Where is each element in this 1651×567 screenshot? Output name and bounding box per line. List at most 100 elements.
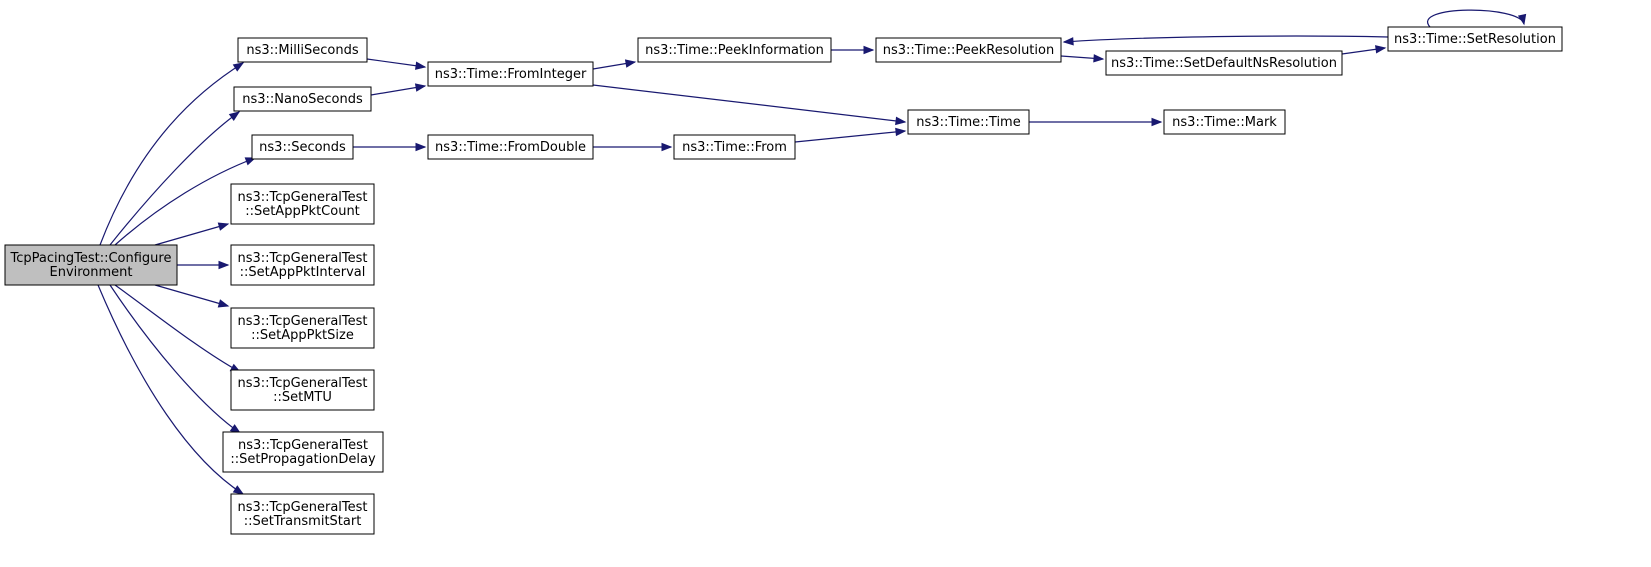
edge-from-to-time-line (794, 130, 906, 143)
edge-root-to-nano-arrowhead (228, 111, 241, 121)
edge-root-to-pktcount-arrowhead (217, 222, 230, 231)
node-setdefault[interactable]: ns3::Time::SetDefaultNsResolution (1105, 50, 1343, 76)
node-pktcount-label: ns3::TcpGeneralTest (237, 190, 367, 205)
node-propdelay-label: ::SetPropagationDelay (230, 452, 376, 467)
node-time-box[interactable] (907, 109, 1030, 135)
node-fromdouble-label: ns3::Time::FromDouble (435, 140, 586, 155)
edge-peekinfo-to-peekres-arrowhead (863, 45, 875, 55)
node-txstart[interactable]: ns3::TcpGeneralTest::SetTransmitStart (230, 493, 375, 535)
edge-seconds-to-fromdouble (353, 142, 427, 152)
edge-root-to-nano (109, 111, 241, 246)
node-txstart-label: ::SetTransmitStart (244, 514, 362, 529)
node-pktcount[interactable]: ns3::TcpGeneralTest::SetAppPktCount (230, 183, 375, 225)
node-seconds[interactable]: ns3::Seconds (251, 134, 354, 160)
node-mark-box[interactable] (1163, 109, 1286, 135)
node-peekres-label: ns3::Time::PeekResolution (883, 43, 1054, 58)
edge-root-to-pktsize-arrowhead (217, 299, 230, 308)
node-root-box[interactable] (4, 244, 178, 286)
edge-from-to-time (794, 127, 907, 143)
node-nano-box[interactable] (233, 86, 372, 112)
node-setres-box[interactable] (1387, 26, 1563, 52)
edge-nano-to-frominteger (370, 83, 427, 96)
edge-frominteger-to-peekinfo-arrowhead (624, 59, 637, 68)
edge-frominteger-to-time-line (592, 84, 906, 123)
edge-setdefault-to-setres (1341, 45, 1387, 55)
node-propdelay-box[interactable] (222, 431, 384, 473)
edge-root-to-milli-line (99, 62, 244, 246)
node-setdefault-box[interactable] (1105, 50, 1343, 76)
edge-root-to-seconds-line (114, 157, 256, 246)
node-mtu-box[interactable] (230, 369, 375, 411)
node-peekres-box[interactable] (875, 37, 1062, 63)
edge-peekinfo-to-peekres (831, 45, 875, 55)
node-mark[interactable]: ns3::Time::Mark (1163, 109, 1286, 135)
node-from-label: ns3::Time::From (682, 140, 787, 155)
edge-nano-to-frominteger-arrowhead (414, 83, 427, 92)
edge-root-to-pktsize (154, 284, 230, 308)
edge-root-to-txstart-line (97, 284, 244, 495)
edge-setres-to-peekres (1062, 35, 1389, 46)
node-pktsize-label: ns3::TcpGeneralTest (237, 314, 367, 329)
node-pktcount-box[interactable] (230, 183, 375, 225)
node-mtu-label: ::SetMTU (273, 390, 332, 405)
edge-peekres-to-setdefault-arrowhead (1093, 54, 1105, 63)
node-frominteger-box[interactable] (427, 61, 594, 87)
node-nano[interactable]: ns3::NanoSeconds (233, 86, 372, 112)
edge-fromdouble-to-from-arrowhead (661, 142, 673, 152)
node-milli-label: ns3::MilliSeconds (246, 43, 359, 58)
node-pktsize-box[interactable] (230, 307, 375, 349)
node-root-label: TcpPacingTest::Configure (10, 251, 172, 266)
edge-setres-to-setres-line (1426, 9, 1525, 28)
edge-setres-to-setres-arrowhead (1517, 13, 1527, 26)
edge-root-to-mtu-line (114, 284, 241, 373)
node-pktcount-label: ::SetAppPktCount (245, 204, 360, 219)
edge-root-to-propdelay-line (109, 284, 241, 434)
node-root-label: Environment (49, 265, 132, 280)
nodes-layer: TcpPacingTest::ConfigureEnvironmentns3::… (4, 26, 1563, 535)
edge-from-to-time-arrowhead (895, 127, 907, 137)
node-propdelay[interactable]: ns3::TcpGeneralTest::SetPropagationDelay (222, 431, 384, 473)
node-setdefault-label: ns3::Time::SetDefaultNsResolution (1111, 56, 1337, 71)
edge-setres-to-peekres-arrowhead (1062, 37, 1074, 46)
edge-milli-to-frominteger (366, 58, 427, 70)
node-txstart-box[interactable] (230, 493, 375, 535)
node-fromdouble[interactable]: ns3::Time::FromDouble (427, 134, 594, 160)
edge-seconds-to-fromdouble-arrowhead (415, 142, 427, 152)
node-fromdouble-box[interactable] (427, 134, 594, 160)
node-from-box[interactable] (673, 134, 796, 160)
node-pktinterval-box[interactable] (230, 244, 375, 286)
node-pktinterval-label: ns3::TcpGeneralTest (237, 251, 367, 266)
edge-setres-to-peekres-line (1063, 35, 1389, 43)
node-nano-label: ns3::NanoSeconds (242, 92, 363, 107)
node-setres[interactable]: ns3::Time::SetResolution (1387, 26, 1563, 52)
node-mtu[interactable]: ns3::TcpGeneralTest::SetMTU (230, 369, 375, 411)
node-pktinterval[interactable]: ns3::TcpGeneralTest::SetAppPktInterval (230, 244, 375, 286)
node-peekinfo[interactable]: ns3::Time::PeekInformation (637, 37, 832, 63)
node-peekinfo-label: ns3::Time::PeekInformation (645, 43, 824, 58)
node-milli-box[interactable] (237, 37, 368, 63)
node-mtu-label: ns3::TcpGeneralTest (237, 376, 367, 391)
edge-setdefault-to-setres-arrowhead (1375, 45, 1387, 54)
node-from[interactable]: ns3::Time::From (673, 134, 796, 160)
node-peekres[interactable]: ns3::Time::PeekResolution (875, 37, 1062, 63)
edge-root-to-pktinterval (177, 260, 230, 270)
node-peekinfo-box[interactable] (637, 37, 832, 63)
node-pktsize[interactable]: ns3::TcpGeneralTest::SetAppPktSize (230, 307, 375, 349)
edge-root-to-seconds-arrowhead (244, 157, 257, 166)
node-frominteger[interactable]: ns3::Time::FromInteger (427, 61, 594, 87)
edge-frominteger-to-time (592, 84, 907, 126)
edge-root-to-nano-line (109, 111, 240, 246)
edge-fromdouble-to-from (593, 142, 673, 152)
edge-root-to-milli (99, 62, 245, 246)
node-seconds-box[interactable] (251, 134, 354, 160)
edge-milli-to-frominteger-arrowhead (415, 61, 427, 70)
edge-root-to-txstart-arrowhead (232, 485, 245, 495)
node-milli[interactable]: ns3::MilliSeconds (237, 37, 368, 63)
edge-time-to-mark (1029, 117, 1163, 127)
node-time[interactable]: ns3::Time::Time (907, 109, 1030, 135)
edge-root-to-pktinterval-arrowhead (218, 260, 230, 270)
edge-frominteger-to-time-arrowhead (895, 116, 907, 126)
edge-root-to-pktsize-line (154, 284, 229, 307)
